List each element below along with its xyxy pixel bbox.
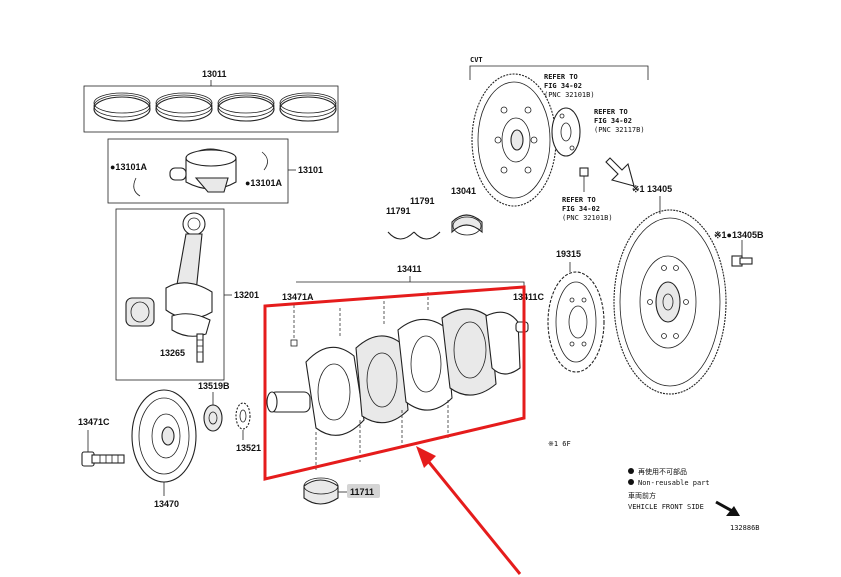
label-13101a-right[interactable]: ●13101A	[245, 178, 282, 188]
label-13041[interactable]: 13041	[451, 186, 476, 196]
label-13405[interactable]: ※1 13405	[632, 184, 672, 194]
piston-ring	[93, 92, 151, 122]
label-13405b[interactable]: ※1●13405B	[714, 230, 764, 240]
sensor-plate-19315[interactable]	[547, 262, 605, 373]
ref2-line2: FIG 34-02	[594, 117, 632, 125]
ref1-line2: FIG 34-02	[544, 82, 582, 90]
front-en: VEHICLE FRONT SIDE	[628, 503, 704, 511]
connecting-rod-group[interactable]	[115, 208, 232, 381]
label-13519b[interactable]: 13519B	[198, 381, 230, 391]
ref2-line3: (PNC 32117B)	[594, 126, 645, 134]
cvt-spacer-plate[interactable]	[551, 107, 581, 157]
label-13011[interactable]: 13011	[202, 69, 227, 79]
piston-group[interactable]	[107, 138, 296, 204]
ref1-line3: (PNC 32101B)	[544, 91, 595, 99]
label-13201[interactable]: 13201	[234, 290, 259, 300]
legend: 再使用不可部品 Non-reusable part 車両前方 VEHICLE F…	[628, 467, 760, 532]
flywheel-bolt-13405b[interactable]	[731, 240, 753, 267]
label-11791-a[interactable]: 11791	[386, 206, 411, 216]
ref3-line3: (PNC 32101B)	[562, 214, 613, 222]
flywheel-13405[interactable]	[613, 196, 727, 395]
label-13265[interactable]: 13265	[160, 348, 185, 358]
piston-ring	[217, 92, 275, 122]
label-13521[interactable]: 13521	[236, 443, 261, 453]
label-13101a-left[interactable]: ●13101A	[110, 162, 147, 172]
ref2-line1: REFER TO	[594, 108, 628, 116]
legend-en: Non-reusable part	[638, 479, 710, 487]
label-13471c[interactable]: 13471C	[78, 417, 110, 427]
legend-jp: 再使用不可部品	[638, 467, 687, 476]
piston-rings-group[interactable]	[83, 80, 339, 133]
red-pointer-arrow	[416, 446, 522, 575]
ref3-line1: REFER TO	[562, 196, 596, 204]
cvt-plate-bolt[interactable]	[579, 167, 589, 192]
pulley-bolt-13471c[interactable]	[81, 430, 125, 467]
ref3-line2: FIG 34-02	[562, 205, 600, 213]
label-13411c[interactable]: 13411C	[513, 292, 545, 302]
lower-bearing-11711[interactable]	[303, 477, 348, 505]
hollow-direction-arrow	[605, 157, 635, 187]
part-13519b[interactable]	[203, 392, 223, 432]
label-cvt: CVT	[470, 56, 483, 64]
upper-bearing-13041[interactable]	[451, 214, 483, 236]
label-11711-highlight	[347, 484, 380, 498]
label-13411[interactable]: 13411	[397, 264, 422, 274]
label-13471a[interactable]: 13471A	[282, 292, 314, 302]
piston-ring	[155, 92, 213, 122]
timing-sprocket-13521[interactable]	[235, 402, 251, 440]
crankshaft-pulley-13470[interactable]	[131, 389, 197, 496]
front-jp: 車両前方	[628, 491, 656, 500]
cvt-drive-plate[interactable]	[471, 73, 557, 207]
legend-bullet	[628, 479, 634, 485]
piston-ring	[279, 92, 337, 122]
label-11711[interactable]: 11711	[350, 487, 374, 497]
footnote: ※1 6F	[548, 440, 571, 448]
thrust-washer-group[interactable]	[387, 231, 441, 240]
crankshaft-highlight-box	[263, 285, 526, 481]
crankshaft[interactable]	[266, 290, 529, 470]
vehicle-front-arrow	[715, 500, 740, 516]
label-13101[interactable]: 13101	[298, 165, 323, 175]
label-13470[interactable]: 13470	[154, 499, 179, 509]
ref1-line1: REFER TO	[544, 73, 578, 81]
label-19315[interactable]: 19315	[556, 249, 581, 259]
legend-bullet	[628, 468, 634, 474]
label-11791-b[interactable]: 11791	[410, 196, 435, 206]
diagram-id: 132886B	[730, 524, 760, 532]
